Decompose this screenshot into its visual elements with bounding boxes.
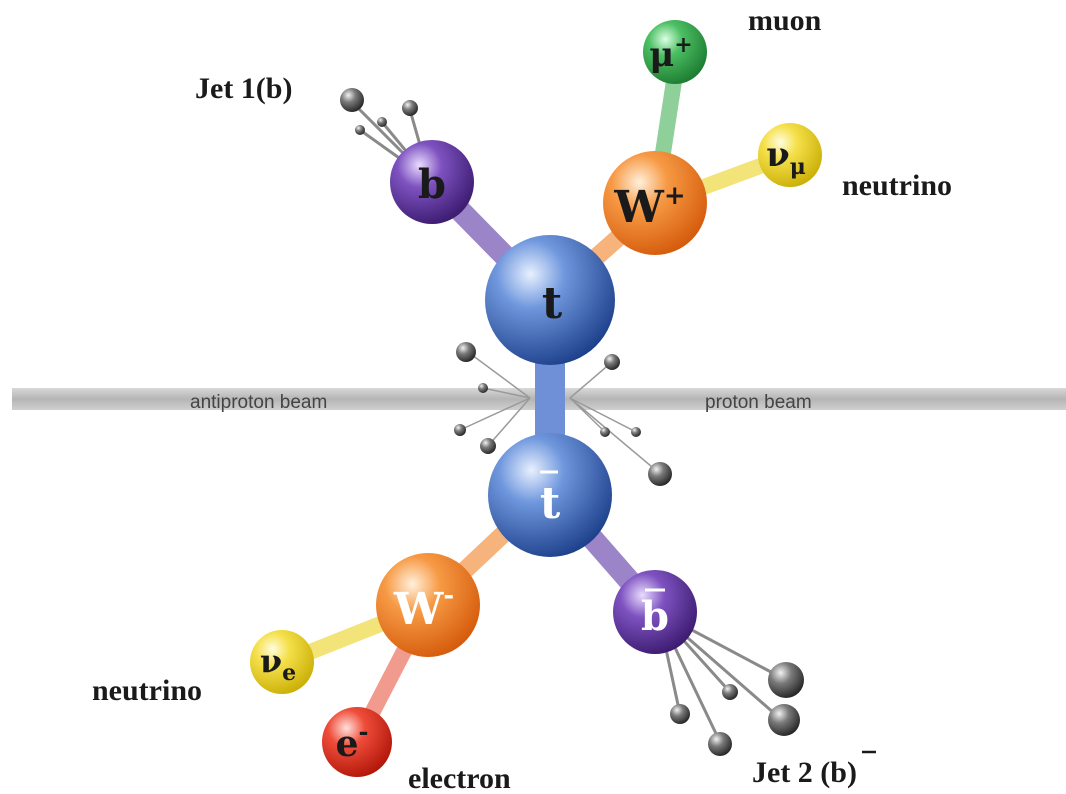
electron-particle: e- [322,707,392,777]
antibottom-quark: b [613,570,697,654]
electron-symbol: e- [336,717,369,765]
w-minus-symbol: W- [393,581,454,635]
jet1-label: Jet 1(b) [195,72,292,105]
debris-particles [340,88,804,756]
antitop-quark-symbol: t [540,478,561,529]
collision-debris [459,351,659,473]
jet2-label: Jet 2 (b) [752,756,857,789]
muon-label: muon [748,4,822,37]
w-plus-symbol: W+ [613,181,685,233]
muon-particle: μ+ [643,20,707,84]
antiproton-beam-label: antiproton beam [190,392,327,413]
w-minus-boson: W- [376,553,480,657]
muon-neutrino-particle: νμ [758,123,822,187]
neutrino-bottom-label: neutrino [92,674,202,707]
top-quark-symbol: t [542,278,563,329]
muon-symbol: μ+ [649,32,692,75]
bottom-quark-symbol: b [418,161,446,208]
w-plus-boson: W+ [603,151,707,255]
antitop-quark: t [488,433,612,557]
bottom-quark: b [390,140,474,224]
electron-neutrino-particle: νe [250,630,314,694]
electron-neutrino-symbol: νe [260,642,296,686]
top-quark: t [485,235,615,365]
muon-neutrino-symbol: νμ [766,135,806,180]
electron-label: electron [408,762,511,794]
neutrino-top-label: neutrino [842,169,952,202]
proton-beam-label: proton beam [705,392,812,413]
antibottom-quark-symbol: b [641,593,669,640]
